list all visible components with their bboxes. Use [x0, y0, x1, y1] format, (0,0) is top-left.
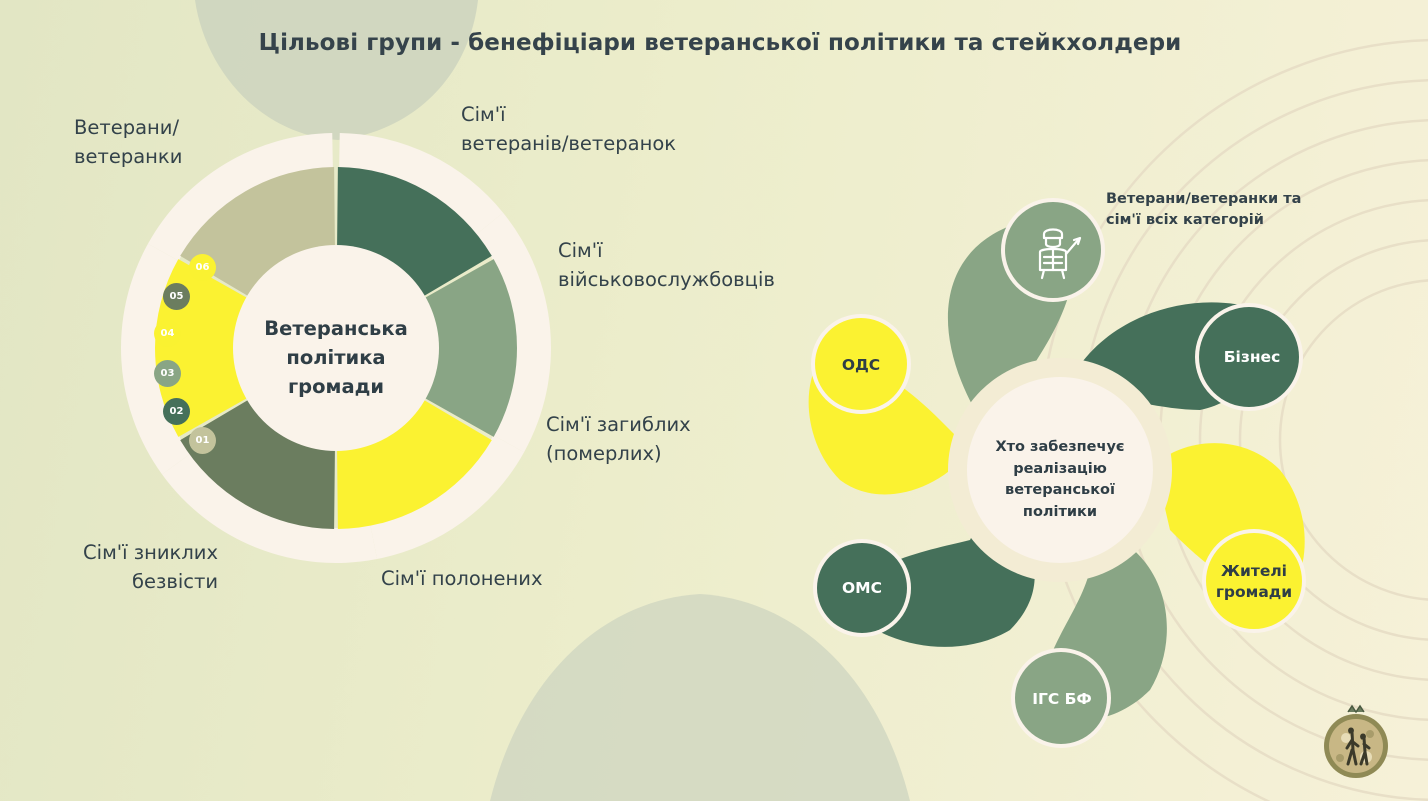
- ring-arc-veterans: [147, 133, 333, 261]
- segment-veteran-families: [337, 167, 492, 298]
- segment-military-families: [423, 259, 517, 437]
- node-business: [1199, 307, 1299, 407]
- page-title: Цільові групи - бенефіціари ветеранської…: [258, 30, 1182, 56]
- segment-veterans: [180, 167, 335, 298]
- flower-center: [967, 377, 1153, 563]
- pomegranate-logo: [1324, 704, 1388, 778]
- beneficiaries-donut: [121, 133, 551, 563]
- node-label-igs-bf: ІГС БФ: [1032, 690, 1092, 708]
- step-dot-03: 03: [154, 360, 181, 387]
- segment-label-military-families: Сім'ї військовослужбовців: [558, 239, 775, 291]
- ring-arc-fallen-families: [370, 435, 525, 560]
- donut-center-label: Ветеранська політика громади: [264, 317, 408, 398]
- node-ods: [815, 318, 907, 410]
- step-dot-06: 06: [189, 254, 216, 281]
- node-residents: [1206, 533, 1302, 629]
- segment-label-veteran-families: Сім'ї ветеранів/ветеранок: [461, 103, 677, 155]
- step-dot-01: 01: [189, 427, 216, 454]
- node-label-residents: Жителі громади: [1215, 562, 1293, 601]
- node-igs-bf: [1015, 652, 1107, 744]
- node-label-oms: ОМС: [842, 579, 882, 597]
- node-oms: [817, 543, 907, 633]
- segment-label-fallen-families: Сім'ї загиблих (померлих): [546, 413, 691, 465]
- stakeholders-center-label: Хто забезпечує реалізацію ветеранської п…: [995, 439, 1125, 520]
- step-dot-04: 04: [154, 320, 181, 347]
- segment-label-captive-families: Сім'ї полонених: [381, 567, 543, 590]
- soldier-icon: [1038, 228, 1082, 280]
- stakeholder-note: Ветерани/ветеранки та сім'ї всіх категор…: [1106, 191, 1302, 228]
- step-dot-05: 05: [163, 283, 190, 310]
- node-label-ods: ОДС: [841, 356, 881, 374]
- ring-arc-military-families: [475, 212, 551, 453]
- node-label-business: Бізнес: [1223, 348, 1281, 366]
- step-dot-02: 02: [163, 398, 190, 425]
- ring-arc-captive-families: [162, 453, 378, 563]
- stakeholders-diagram: [808, 198, 1306, 748]
- segment-captive-families: [180, 398, 335, 529]
- segment-fallen-families: [337, 398, 492, 529]
- donut-center: [233, 245, 439, 451]
- ring-arc-veteran-families: [339, 133, 504, 235]
- segment-label-veterans: Ветерани/ ветеранки: [74, 116, 183, 168]
- segment-label-missing-families: Сім'ї зниклих безвісти: [83, 541, 218, 593]
